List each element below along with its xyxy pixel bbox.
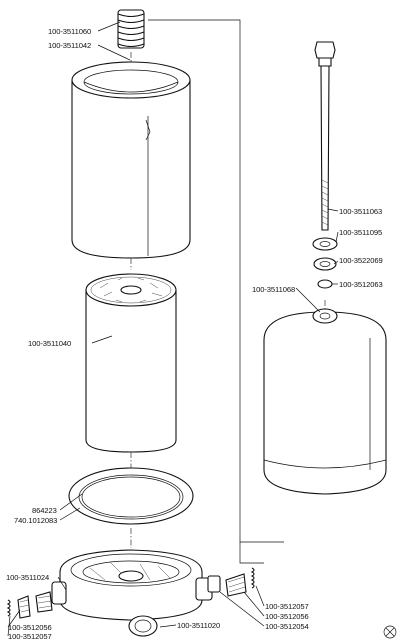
watermark-logo [383, 625, 397, 639]
label-left-plug-b: 100-3512057 [8, 632, 52, 641]
label-gasket-a: 864223 [32, 506, 57, 515]
part-labels: 100-3511060 100-3511042 100-3511040 8642… [6, 27, 383, 641]
label-filter-element: 100-3511040 [28, 339, 71, 348]
right-fittings [207, 567, 255, 597]
label-gasket-b: 740.1012083 [14, 516, 57, 525]
washer-2 [313, 257, 337, 271]
oring [317, 279, 333, 289]
top-spring [117, 9, 145, 49]
center-bolt [314, 41, 336, 231]
label-washer-1: 100-3511095 [339, 228, 382, 237]
label-bolt: 100-3511063 [339, 207, 382, 216]
assembly-connector-lines [148, 19, 284, 564]
filter-base [51, 549, 213, 637]
label-filter-housing-top: 100-3511042 [48, 41, 91, 50]
filter-housing-bottom [263, 308, 387, 495]
label-left-fitting: 100-3511024 [6, 573, 49, 582]
gasket-ring [68, 467, 194, 525]
label-left-plug-a: 100-3512056 [8, 623, 52, 632]
filter-housing-top [71, 61, 191, 259]
label-right-spring: 100-3512057 [265, 602, 309, 611]
filter-element [85, 273, 177, 453]
label-spring-top: 100-3511060 [48, 27, 91, 36]
left-fittings [6, 591, 53, 619]
washer-1 [312, 237, 338, 251]
label-oring: 100-3512063 [339, 280, 383, 289]
label-right-plug: 100-3512056 [265, 612, 309, 621]
label-base: 100-3511020 [177, 621, 220, 630]
leader-lines [7, 21, 339, 637]
label-housing-bottom: 100-3511068 [252, 285, 295, 294]
label-washer-2: 100-3522069 [339, 256, 383, 265]
label-right-valve: 100-3512054 [265, 622, 309, 631]
